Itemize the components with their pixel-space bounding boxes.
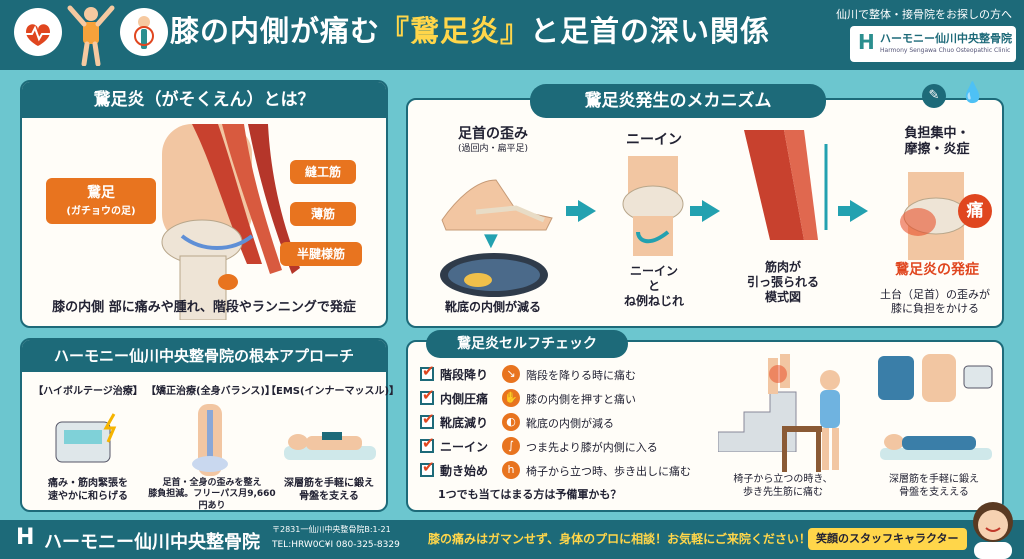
footer-clinic-name[interactable]: ハーモニー仙川中央整骨院 bbox=[44, 532, 260, 553]
approach-item-ems-caption: 深層筋を手軽に鍛え 骨盤を支える bbox=[284, 478, 374, 502]
muscle-pull-illustration bbox=[744, 130, 828, 240]
flow-arrow-icon bbox=[566, 200, 596, 222]
ems-lying-illustration bbox=[880, 434, 992, 460]
down-arrow-icon: ▼ bbox=[484, 230, 498, 251]
approach-item-hv-head: 【ハイボルテージ治療】 bbox=[33, 386, 143, 397]
knee-anatomy-illustration bbox=[161, 124, 300, 320]
check-note: 1つでも当てはまる方は予備軍かも？ bbox=[438, 488, 622, 501]
header-subtitle: 仙川で整体・接骨院をお探しの方へ bbox=[836, 8, 1012, 21]
header: 膝の内側が痛む『鵞足炎』と足首の深い関係 仙川で整体・接骨院をお探しの方へ H … bbox=[0, 0, 1024, 70]
self-check-title: 鵞足炎セルフチェック bbox=[426, 330, 628, 358]
knee-in-icon: ∫ bbox=[502, 437, 520, 455]
checkbox-icon[interactable] bbox=[420, 410, 435, 429]
spine-icon bbox=[120, 8, 168, 56]
checkbox-icon[interactable] bbox=[420, 386, 435, 405]
shoe-sole-icon: ◐ bbox=[502, 413, 520, 431]
checkbox-icon[interactable] bbox=[420, 434, 435, 453]
check-item[interactable]: 靴底減り ◐ 靴底の内側が減る bbox=[420, 410, 720, 434]
knee-inflammation-illustration bbox=[900, 172, 969, 260]
what-is-title: 鵞足炎（がそくえん）とは？ bbox=[22, 82, 386, 118]
stretching-person-icon bbox=[67, 5, 115, 66]
what-is-panel: 鵞足炎（がそくえん）とは？ 鵞足 (ガチョウの足) 縫工筋 薄筋 半腱様筋 膝の… bbox=[20, 80, 388, 328]
check-fig1-caption: 椅子から立つの時き、 歩き先生筋に痛む bbox=[733, 474, 833, 498]
flow-arrow-icon bbox=[690, 200, 720, 222]
check-item[interactable]: ニーイン ∫ つま先より膝が内側に入る bbox=[420, 434, 720, 458]
approach-panel: ハーモニー仙川中央整骨院の根本アプローチ 【ハイボルテージ治療】 【矯正治療(全… bbox=[20, 338, 400, 512]
mech-step2-caption: ニーイン と ね例ねじれ bbox=[623, 264, 684, 308]
checkbox-icon[interactable] bbox=[420, 362, 435, 381]
footer-tel[interactable]: TEL:HRW0C¥I 080-325-8329 bbox=[272, 540, 400, 550]
footer: H ハーモニー仙川中央整骨院 〒2831一仙川中央整骨院B:1-21 TEL:H… bbox=[0, 520, 1024, 559]
mech-step1-caption: 靴底の内側が減る bbox=[444, 300, 541, 314]
ems-person-illustration bbox=[284, 432, 376, 460]
foot-skeleton-illustration bbox=[441, 179, 553, 231]
mech-step4-title: 負担集中・ 摩擦・炎症 bbox=[904, 126, 970, 158]
check-item[interactable]: 動き始め h 椅子から立つ時、歩き出しに痛む bbox=[420, 458, 720, 482]
knee-brace-illustration bbox=[878, 354, 993, 402]
shoe-sole-illustration bbox=[440, 253, 548, 297]
muscle-tag-semitendinosus: 半腱様筋 bbox=[280, 242, 362, 266]
check-list: 階段降り ↘ 階段を降りる時に痛む 内側圧痛 ✋ 膝の内側を押すと痛い 靴底減り… bbox=[420, 362, 720, 484]
page-title: 膝の内側が痛む『鵞足炎』と足首の深い関係 bbox=[170, 14, 771, 48]
pen-icon: ✎ bbox=[922, 84, 946, 108]
flow-arrow-icon bbox=[838, 200, 868, 222]
check-item[interactable]: 内側圧痛 ✋ 膝の内側を押すと痛い bbox=[420, 386, 720, 410]
muscle-tag-gracilis: 薄筋 bbox=[290, 202, 356, 226]
check-fig2-caption: 深層筋を手軽に鍛え 骨盤を支ええる bbox=[889, 474, 979, 498]
stairs-icon: ↘ bbox=[502, 365, 520, 383]
chair-icon: h bbox=[502, 461, 520, 479]
clinic-logo[interactable]: H ハーモニー仙川中央整骨院 Harmony Sengawa Chuo Oste… bbox=[850, 26, 1016, 62]
approach-item-align-head: 【矯正治療(全身バランス)】 bbox=[146, 386, 275, 397]
mech-step1-title: 足首の歪み (過回内・扁平足) bbox=[457, 126, 529, 154]
logo-mark-icon: H bbox=[858, 30, 875, 54]
check-item[interactable]: 階段降り ↘ 階段を降りる時に痛む bbox=[420, 362, 720, 386]
approach-item-hv-caption: 痛み・筋肉緊張を 速やかに和らげる bbox=[48, 478, 128, 502]
mechanism-panel: 足首の歪み (過回内・扁平足) ▼ 靴底の内側が減る ニーイン ニーイン と ね… bbox=[406, 98, 1004, 328]
mechanism-title: 鵞足炎発生のメカニズム bbox=[530, 84, 826, 118]
footer-message: 膝の痛みはガマンせず、身体のプロに相談！お気軽にご来院ください！ bbox=[428, 532, 811, 546]
knee-in-illustration bbox=[622, 156, 684, 256]
approach-item-ems-head: 【EMS(インナーマッスル)】 bbox=[266, 386, 400, 397]
heart-monitor-icon bbox=[14, 8, 62, 56]
mech-step4-caption: 土台（足首）の歪みが 膝に負担をかける bbox=[880, 288, 990, 315]
pes-anserine-tag: 鵞足 (ガチョウの足) bbox=[46, 178, 156, 224]
high-voltage-device-illustration bbox=[55, 413, 117, 463]
mech-step2-title: ニーイン bbox=[626, 132, 682, 148]
footer-address: 〒2831一仙川中央整骨院B:1-21 bbox=[272, 525, 391, 534]
staff-badge: 笑顔のスタッフキャラクター bbox=[808, 528, 967, 550]
what-is-caption: 膝の内側 部に痛みや腫れ、階段やランニングで発症 bbox=[52, 300, 356, 315]
checkbox-icon[interactable] bbox=[420, 458, 435, 477]
muscle-tag-sartorius: 縫工筋 bbox=[290, 160, 356, 184]
footer-logo-mark-icon: H bbox=[16, 525, 35, 550]
mech-step3-caption: 筋肉が 引っ張られる 模式図 bbox=[746, 260, 819, 304]
pain-burst-icon: 痛 bbox=[958, 194, 992, 228]
spine-alignment-illustration bbox=[192, 404, 228, 476]
chair-stand-illustration bbox=[782, 370, 840, 472]
self-check-panel: 階段降り ↘ 階段を降りる時に痛む 内側圧痛 ✋ 膝の内側を押すと痛い 靴底減り… bbox=[406, 340, 1004, 512]
approach-item-align-caption: 足首・全身の歪みを整え 膝負担減。フリーパス月9,660円あり bbox=[148, 478, 276, 511]
approach-title: ハーモニー仙川中央整骨院の根本アプローチ bbox=[22, 340, 386, 372]
water-drop-icon: 💧 bbox=[960, 80, 985, 104]
mech-step4-result: 鵞足炎の発症 bbox=[895, 262, 979, 278]
press-hand-icon: ✋ bbox=[502, 389, 520, 407]
staff-character-avatar bbox=[973, 502, 1013, 559]
